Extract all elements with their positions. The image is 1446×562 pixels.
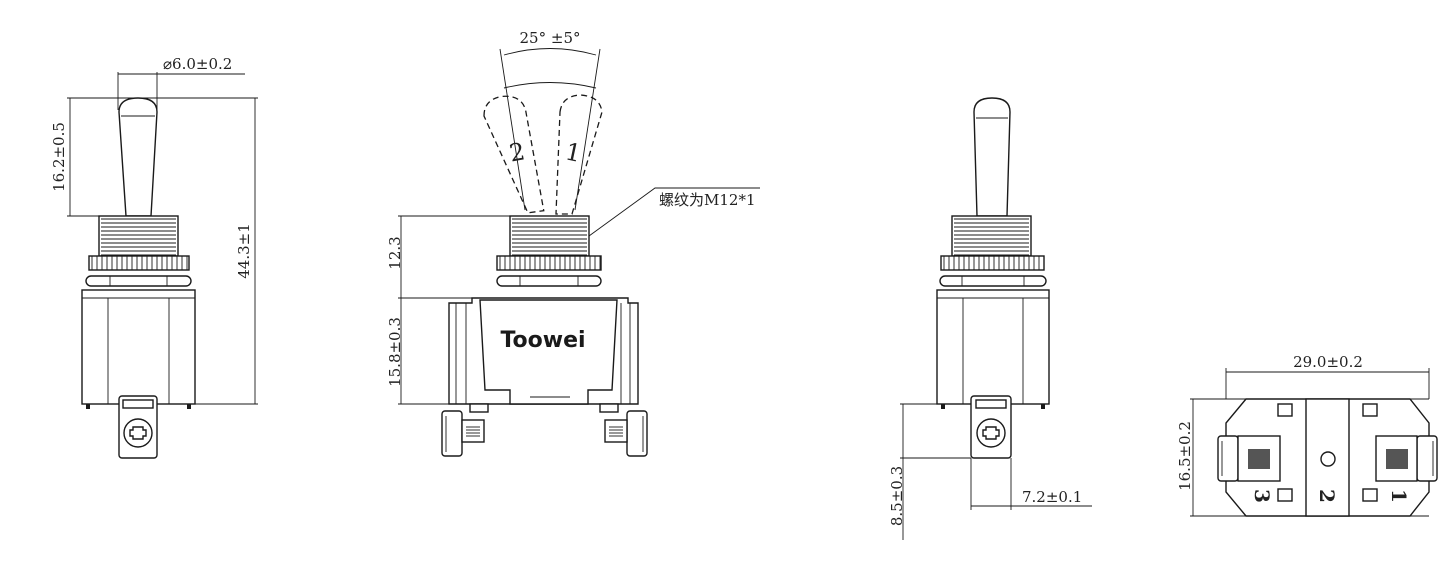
bottom-view: 3 2 1 29.0±0.2 16.5±0.2 <box>1176 353 1438 517</box>
bushing-side <box>98 215 179 257</box>
dim-bushing-height: 12.3 <box>386 236 404 269</box>
dimension-lines-rear <box>900 403 1092 540</box>
dim-base-length: 29.0±0.2 <box>1293 353 1363 371</box>
terminal-number-1: 1 <box>1387 489 1411 503</box>
body-side <box>81 289 196 405</box>
position-label-1: 1 <box>563 137 584 168</box>
side-view: ⌀6.0±0.2 16.2±0.5 44.3±1 <box>50 55 258 459</box>
lever-position-2 <box>483 95 545 214</box>
dimension-lines-bottom <box>1190 368 1430 517</box>
bushing-rear <box>951 215 1032 257</box>
dim-lever-height: 16.2±0.5 <box>50 122 68 192</box>
nut-side <box>88 255 190 271</box>
screw-terminal-right <box>604 410 648 457</box>
terminal-number-2: 2 <box>1315 489 1339 503</box>
dimension-lines-front <box>398 187 760 405</box>
dim-terminal-width: 7.2±0.1 <box>1022 488 1082 506</box>
dimension-lines-side <box>67 72 258 405</box>
thread-note: 螺纹为M12*1 <box>659 191 756 209</box>
position-label-2: 2 <box>507 137 527 167</box>
dim-throw-angle: 25° ±5° <box>520 29 581 47</box>
terminal-1-bottom <box>1375 435 1438 482</box>
rear-view: 8.5±0.3 7.2±0.1 <box>888 97 1092 540</box>
dim-shaft-diameter: ⌀6.0±0.2 <box>163 55 232 73</box>
front-view: 25° ±5° 2 1 Toowei <box>386 29 760 457</box>
terminal-3-bottom <box>1217 435 1281 482</box>
lever-position-1 <box>555 94 603 215</box>
dim-base-width: 16.5±0.2 <box>1176 421 1194 491</box>
body-rear <box>936 289 1050 405</box>
screw-terminal-left <box>441 410 485 457</box>
brand-label: Toowei <box>500 328 585 353</box>
terminal-number-3: 3 <box>1250 489 1274 503</box>
nut-rear <box>940 255 1045 271</box>
dim-overall-height: 44.3±1 <box>235 223 253 279</box>
dim-body-height: 15.8±0.3 <box>386 317 404 387</box>
lever-rear <box>973 97 1011 217</box>
dim-terminal-offset: 8.5±0.3 <box>888 466 906 526</box>
bushing-front <box>509 215 590 257</box>
